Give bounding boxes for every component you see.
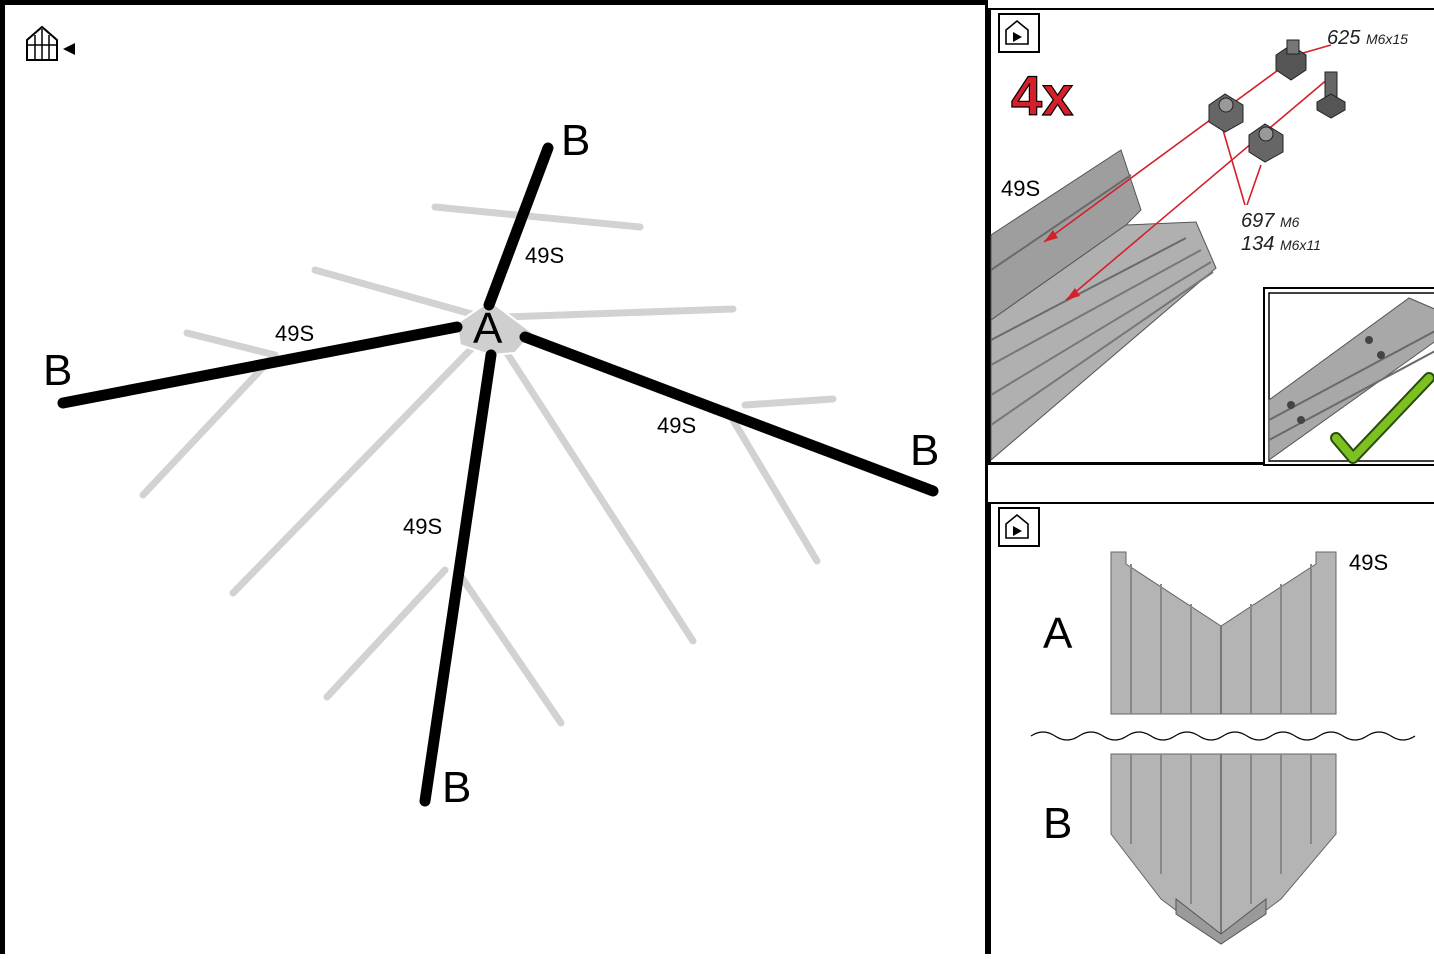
- ghost-bars: [139, 203, 837, 727]
- part-label-bottom: 49S: [403, 514, 442, 539]
- main-assembly-panel: A B B B B 49S 49S 49S 49S: [0, 0, 988, 954]
- part-label-left: 49S: [275, 321, 314, 346]
- bolt-icon: [1316, 71, 1346, 119]
- profile-label-a: A: [1043, 609, 1073, 658]
- profile-diagram: 49S A B: [998, 507, 1416, 945]
- callout-625: 625 M6x15: [1327, 27, 1408, 49]
- profile-panel: 49S A B: [988, 502, 1434, 954]
- break-line: [1030, 731, 1416, 741]
- hardware-panel: 4x 49S: [988, 8, 1434, 466]
- profile-end-b: [1110, 753, 1337, 945]
- part-label-right: 49S: [657, 413, 696, 438]
- end-label-b-bottom: B: [442, 763, 471, 812]
- nut-icon: [1208, 93, 1244, 133]
- profile-label-b: B: [1043, 799, 1072, 848]
- main-bars: [57, 142, 939, 807]
- end-label-b-top: B: [561, 116, 590, 165]
- greenhouse-direction-icon: [26, 25, 75, 61]
- callout-697: 697 M6: [1241, 210, 1300, 232]
- assembly-diagram: A B B B B 49S 49S 49S 49S: [26, 25, 939, 812]
- quantity-label: 4x: [1011, 64, 1073, 127]
- arrow-head-2: [1066, 288, 1080, 300]
- part-label: 49S: [1349, 550, 1388, 575]
- arrow-head-1: [1044, 230, 1058, 242]
- hardware-diagram: 4x 49S: [990, 13, 1434, 466]
- greenhouse-play-icon: [998, 507, 1040, 547]
- profile-end-a: [1110, 551, 1337, 715]
- part-label: 49S: [1001, 176, 1040, 201]
- end-label-b-left: B: [43, 346, 72, 395]
- correct-result-inset: [1263, 287, 1434, 466]
- bolt-icon: [1275, 39, 1307, 81]
- rail-profile: [990, 149, 1217, 462]
- greenhouse-play-icon: [998, 13, 1040, 53]
- hub-label-a: A: [473, 304, 503, 353]
- callout-134: 134 M6x11: [1241, 233, 1321, 255]
- end-label-b-right: B: [910, 426, 939, 475]
- part-label-top: 49S: [525, 243, 564, 268]
- nut-icon: [1248, 123, 1284, 163]
